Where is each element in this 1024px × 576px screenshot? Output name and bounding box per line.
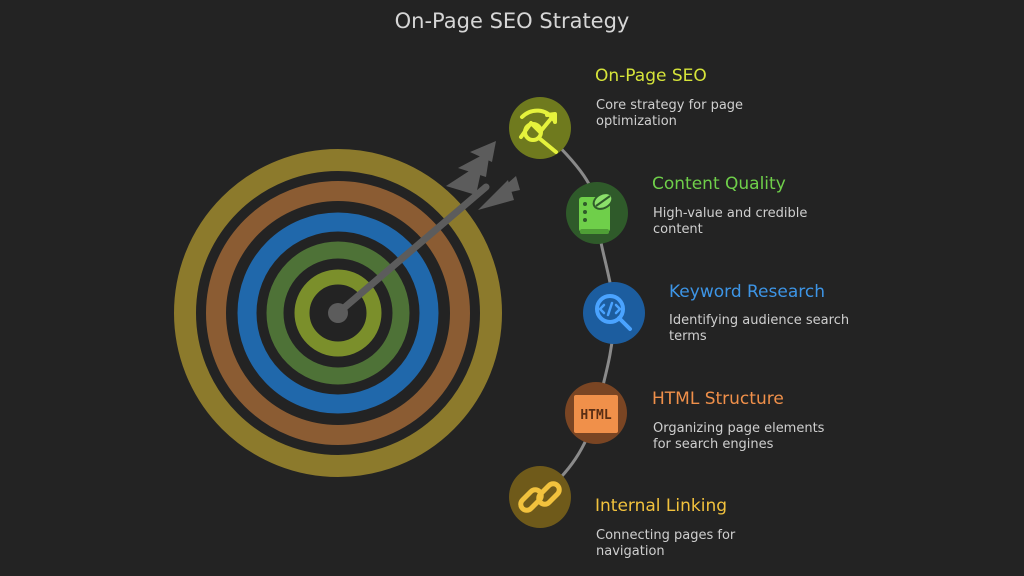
node-internal-linking [509,466,571,528]
target-rings [174,149,502,477]
on-page-seo-description: Core strategy for page optimization [596,98,744,129]
target-ring-3 [237,212,439,414]
target-ring-4 [266,241,410,385]
node-content-quality [566,182,628,244]
target-ring-outer [174,149,502,477]
html-structure-title: HTML Structure [652,389,784,409]
arrow-icon [334,141,520,317]
html-tag-icon: HTML [574,395,618,433]
page-title: On-Page SEO Strategy [394,9,630,33]
internal-linking-title: Internal Linking [595,496,728,516]
keyword-research-description: Identifying audience search terms [669,313,850,344]
target-ring-2 [206,181,470,445]
content-quality-description: High-value and credible content [653,206,808,237]
html-structure-description: Organizing page elements for search engi… [653,421,825,452]
node-html-structure: HTML [565,382,627,444]
node-keyword-research [583,282,645,344]
on-page-seo-title: On-Page SEO [595,66,707,86]
internal-linking-description: Connecting pages for navigation [596,528,736,559]
growth-search-icon [519,108,558,154]
svg-text:HTML: HTML [580,408,611,423]
link-chain-icon [518,481,562,513]
content-quality-title: Content Quality [652,174,786,194]
target-ring-5 [294,269,382,357]
code-search-icon [595,294,632,331]
document-leaf-icon [579,192,614,234]
node-on-page-seo [509,97,571,159]
keyword-research-title: Keyword Research [669,282,825,302]
